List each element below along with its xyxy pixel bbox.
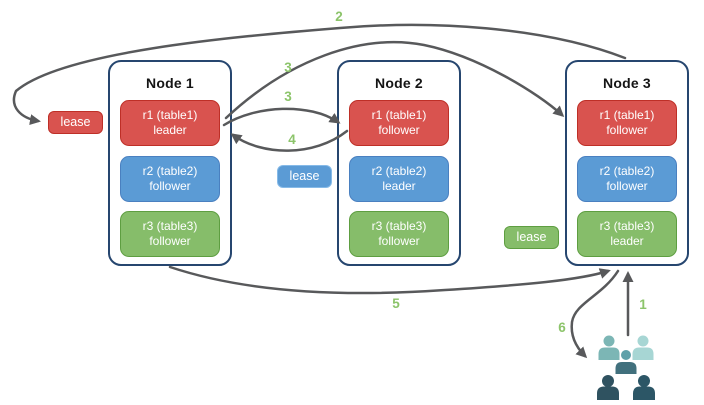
range-name: r3 (table3) bbox=[599, 219, 655, 233]
arrow-step-5 bbox=[168, 265, 611, 295]
node-1: Node 1 r1 (table1) leader r2 (table2) fo… bbox=[108, 60, 232, 266]
lease-tag-r3: lease bbox=[504, 226, 559, 249]
range-role: follower bbox=[606, 123, 648, 137]
node-3-title: Node 3 bbox=[603, 75, 651, 91]
arrow-step-6 bbox=[570, 269, 620, 359]
range-name: r2 (table2) bbox=[371, 164, 427, 178]
range-role: follower bbox=[378, 123, 420, 137]
step-label-4: 4 bbox=[288, 132, 296, 147]
range-role: leader bbox=[382, 179, 416, 193]
range-role: follower bbox=[149, 179, 191, 193]
node3-range-r3: r3 (table3) leader bbox=[577, 211, 677, 257]
range-role: leader bbox=[153, 123, 187, 137]
node2-range-r1: r1 (table1) follower bbox=[349, 100, 449, 146]
range-name: r2 (table2) bbox=[599, 164, 655, 178]
step-label-5: 5 bbox=[392, 296, 400, 311]
range-role: follower bbox=[606, 179, 648, 193]
range-role: follower bbox=[149, 234, 191, 248]
step-label-2: 2 bbox=[335, 9, 343, 24]
node-2: Node 2 r1 (table1) follower r2 (table2) … bbox=[337, 60, 461, 266]
node2-range-r3: r3 (table3) follower bbox=[349, 211, 449, 257]
node3-range-r2: r2 (table2) follower bbox=[577, 156, 677, 202]
node-3: Node 3 r1 (table1) follower r2 (table2) … bbox=[565, 60, 689, 266]
range-name: r1 (table1) bbox=[371, 108, 427, 122]
lease-tag-r1: lease bbox=[48, 111, 103, 134]
step-label-3a: 3 bbox=[284, 60, 292, 75]
range-name: r2 (table2) bbox=[142, 164, 198, 178]
lease-tag-r2: lease bbox=[277, 165, 332, 188]
node1-range-r3: r3 (table3) follower bbox=[120, 211, 220, 257]
range-name: r3 (table3) bbox=[371, 219, 427, 233]
range-name: r1 (table1) bbox=[599, 108, 655, 122]
node3-range-r1: r1 (table1) follower bbox=[577, 100, 677, 146]
step-label-1: 1 bbox=[639, 297, 647, 312]
range-name: r3 (table3) bbox=[142, 219, 198, 233]
range-name: r1 (table1) bbox=[142, 108, 198, 122]
node-2-title: Node 2 bbox=[375, 75, 423, 91]
range-role: follower bbox=[378, 234, 420, 248]
node1-range-r2: r2 (table2) follower bbox=[120, 156, 220, 202]
range-role: leader bbox=[610, 234, 644, 248]
node2-range-r2: r2 (table2) leader bbox=[349, 156, 449, 202]
node-1-title: Node 1 bbox=[146, 75, 194, 91]
arrow-step-2 bbox=[12, 23, 627, 126]
step-label-3b: 3 bbox=[284, 89, 292, 104]
users-icon bbox=[597, 335, 655, 400]
arrow-step-3-to-node2 bbox=[222, 107, 341, 127]
step-label-6: 6 bbox=[558, 320, 566, 335]
node1-range-r1: r1 (table1) leader bbox=[120, 100, 220, 146]
